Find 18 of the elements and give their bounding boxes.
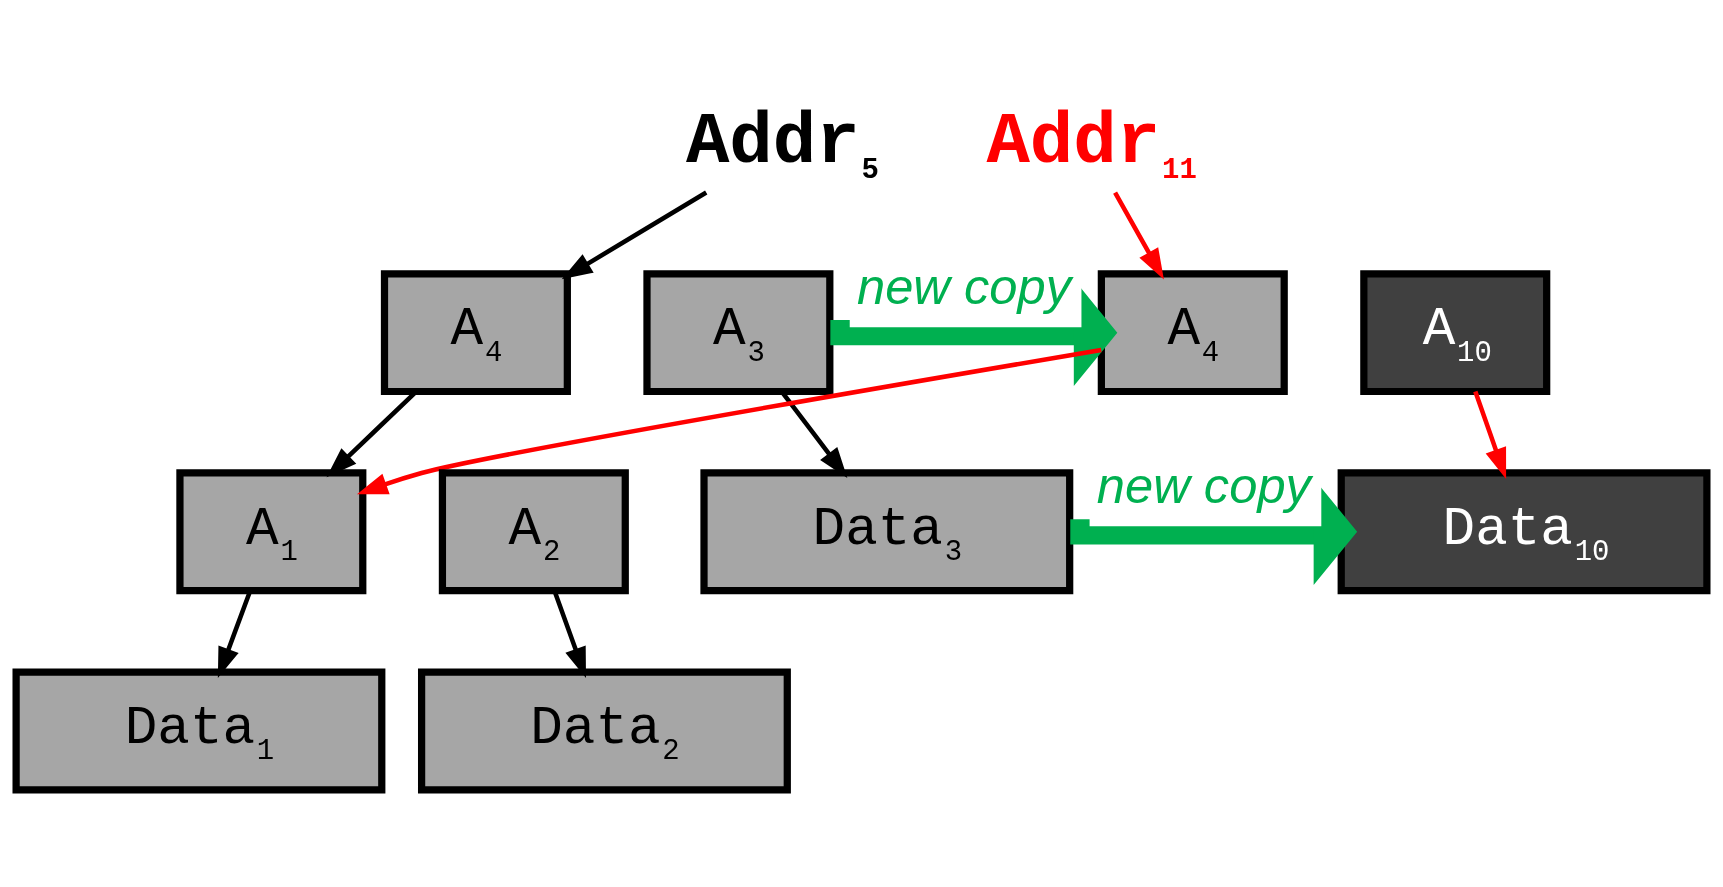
edge-label: new copy [856,257,1072,315]
arrow [561,190,708,279]
node-box: Data$_{1}$ [12,667,386,793]
arrow [1113,190,1164,279]
node-box: A$_{1}$ [176,468,367,594]
node-box: Data$_{2}$ [418,667,791,793]
node-box: A$_{10}$ [1360,269,1551,395]
node-text: Addr$_{5}$ [685,101,879,187]
node-box: Data$_{3}$ [700,468,1074,594]
edge-label: new copy [1096,456,1311,514]
arrow [1473,390,1507,479]
node-box: A$_{3}$ [643,269,834,395]
node-box: A$_{4}$ [380,269,571,395]
node-box: A$_{2}$ [438,468,629,594]
node-box: A$_{4}$ [1097,269,1288,395]
node-box: Data$_{10}$ [1337,468,1711,594]
arrow [357,347,1102,494]
node-text: Addr$_{11}$ [986,101,1197,187]
